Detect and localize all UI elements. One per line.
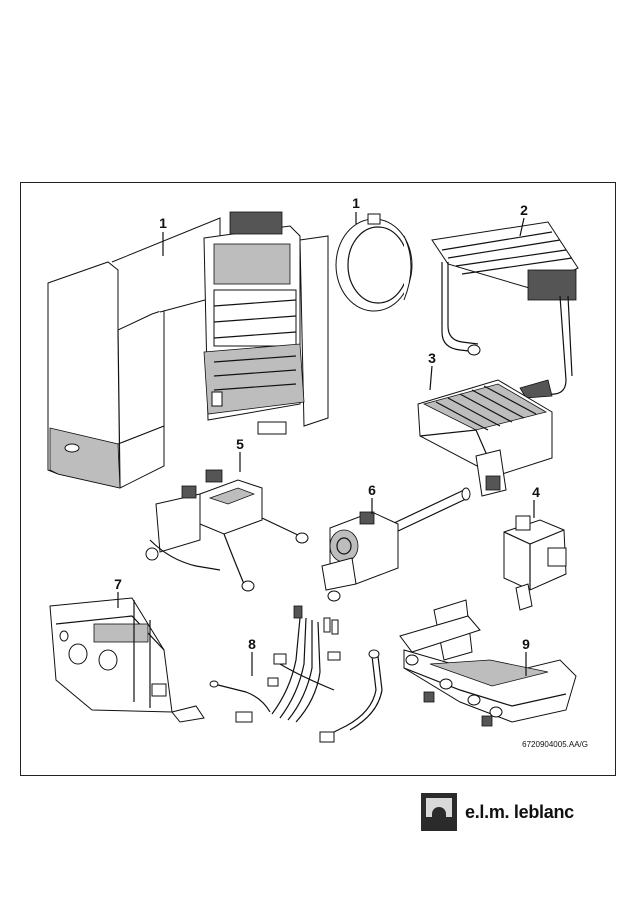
callout-casing: 1: [159, 215, 167, 231]
callout-wiring-harness: 8: [248, 636, 256, 652]
callout-expansion-vessel: 1: [352, 195, 360, 211]
casing-front-cover: [47, 217, 221, 489]
callout-heat-exchanger: 2: [520, 202, 528, 218]
boiler-chassis: [203, 211, 329, 435]
brand-logo: e.l.m. leblanc: [421, 793, 574, 831]
callout-hydraulic-group: 5: [236, 436, 244, 452]
callout-labels: 1 1 2 3 4 5 6 7 8 9: [114, 195, 540, 652]
reference-code: 6720904005.AA/G: [522, 740, 588, 749]
brand-name: e.l.m. leblanc: [465, 801, 574, 822]
heat-exchanger: [431, 221, 579, 399]
callout-pump: 6: [368, 482, 376, 498]
callout-burner: 3: [428, 350, 436, 366]
control-panel: [49, 597, 205, 723]
hydraulic-group: [145, 469, 309, 592]
callout-manifold: 9: [522, 636, 530, 652]
callout-control-panel: 7: [114, 576, 122, 592]
gas-valve: [503, 515, 567, 611]
wiring-harness: [209, 605, 383, 743]
burner: [417, 379, 553, 497]
flame-logo-icon: [421, 793, 457, 831]
callout-gas-valve: 4: [532, 484, 540, 500]
diagram-frame: [20, 182, 616, 776]
manifold-bracket: [399, 599, 577, 727]
pump: [321, 487, 471, 602]
expansion-vessel: [335, 213, 413, 312]
leader-lines: [117, 212, 535, 676]
